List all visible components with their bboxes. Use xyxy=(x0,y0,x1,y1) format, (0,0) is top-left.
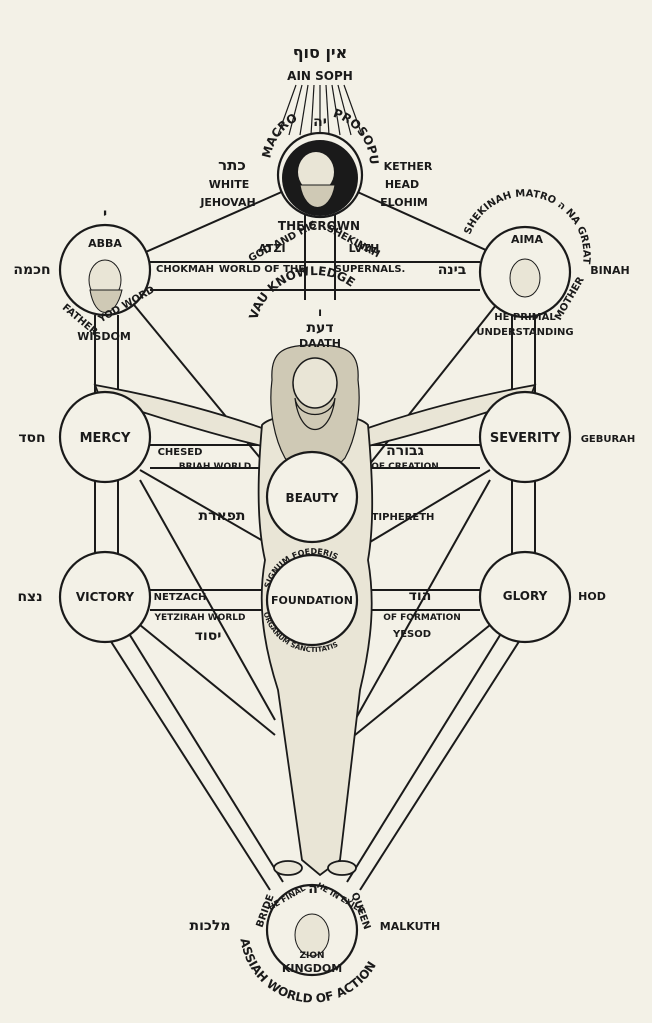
kether-white: WHITE xyxy=(209,178,249,191)
of-formation-label: OF FORMATION xyxy=(383,613,461,623)
malkuth-label: MALKUTH xyxy=(380,920,440,933)
malkuth-zion: ZION xyxy=(299,951,324,961)
netzach-circle xyxy=(58,550,152,644)
hod-hebrew: הוד xyxy=(409,588,432,604)
binah-hebrew: בינה xyxy=(438,262,467,278)
binah-understanding: UNDERSTANDING xyxy=(476,327,573,338)
ain-soph-label: AIN SOPH xyxy=(287,69,353,83)
yesod-hebrew: יסוד xyxy=(195,628,222,644)
tiphereth-label: TIPHERETH xyxy=(372,512,435,523)
daath-hebrew: דעת xyxy=(306,320,333,336)
netzach-label: NETZACH xyxy=(154,592,207,603)
kether-top-letter: יה xyxy=(313,114,327,130)
daath-label: DAATH xyxy=(299,337,341,350)
malkuth-letter: ה xyxy=(308,881,318,897)
kether-jehovah: JEHOVAH xyxy=(199,196,255,209)
geburah-label: GEBURAH xyxy=(581,434,636,445)
geburah-name: SEVERITY xyxy=(490,431,561,446)
chokmah-name: ABBA xyxy=(88,237,122,250)
chokmah-hebrew: חכמה xyxy=(13,262,50,278)
sephiroth xyxy=(58,131,572,977)
malkuth-kingdom: KINGDOM xyxy=(282,962,342,975)
binah-name: AIMA xyxy=(511,233,544,246)
kether-crown: THE CROWN xyxy=(278,219,360,233)
supernals-label: SUPERNALS. xyxy=(335,264,406,275)
netzach-hebrew: נצח xyxy=(17,589,42,605)
chesed-circle xyxy=(58,390,152,484)
chokmah-letter: י xyxy=(103,206,107,222)
of-creation-label: OF CREATION xyxy=(371,462,439,472)
kether-hebrew: כתר xyxy=(218,156,246,174)
tiphereth-hebrew: תפארת xyxy=(199,508,246,524)
tiphereth-name: BEAUTY xyxy=(286,491,339,505)
kether-head: HEAD xyxy=(385,178,419,191)
chokmah-label: CHOKMAH xyxy=(156,264,214,275)
malkuth-hebrew: מלכות xyxy=(190,918,231,934)
binah-primal: HE PRIMAL xyxy=(494,312,556,323)
briah-world-label: BRIAH WORLD xyxy=(179,462,251,472)
kether-face xyxy=(298,152,334,192)
hod-circle xyxy=(478,550,572,644)
chesed-label: CHESED xyxy=(158,447,203,458)
world-of-the-label: WORLD OF THE xyxy=(219,264,305,275)
geburah-hebrew: גבורה xyxy=(386,443,424,459)
yesod-name: FOUNDATION xyxy=(271,594,353,607)
kether-elohim: ELOHIM xyxy=(380,196,428,209)
kether-atzi: ATZI xyxy=(258,242,285,255)
ain-soph-rays xyxy=(277,84,363,136)
yesod-circle xyxy=(265,553,359,647)
kether-luth: LVTH xyxy=(349,242,380,255)
binah-binah: BINAH xyxy=(590,264,629,277)
geburah-circle xyxy=(478,390,572,484)
hod-label: HOD xyxy=(578,590,606,603)
ain-soph-hebrew: אין סוף xyxy=(293,43,348,62)
chesed-name: MERCY xyxy=(80,431,131,446)
tiphereth-circle xyxy=(265,450,359,544)
hod-name: GLORY xyxy=(503,589,548,603)
yetzirah-world-label: YETZIRAH WORLD xyxy=(154,613,246,623)
daath-vau: ו xyxy=(318,305,322,319)
chokmah-wisdom: WISDOM xyxy=(77,330,131,343)
netzach-name: VICTORY xyxy=(76,590,135,604)
kether-kether: KETHER xyxy=(384,160,433,173)
yesod-label: YESOD xyxy=(392,629,431,640)
chesed-hebrew: חסד xyxy=(18,430,45,446)
